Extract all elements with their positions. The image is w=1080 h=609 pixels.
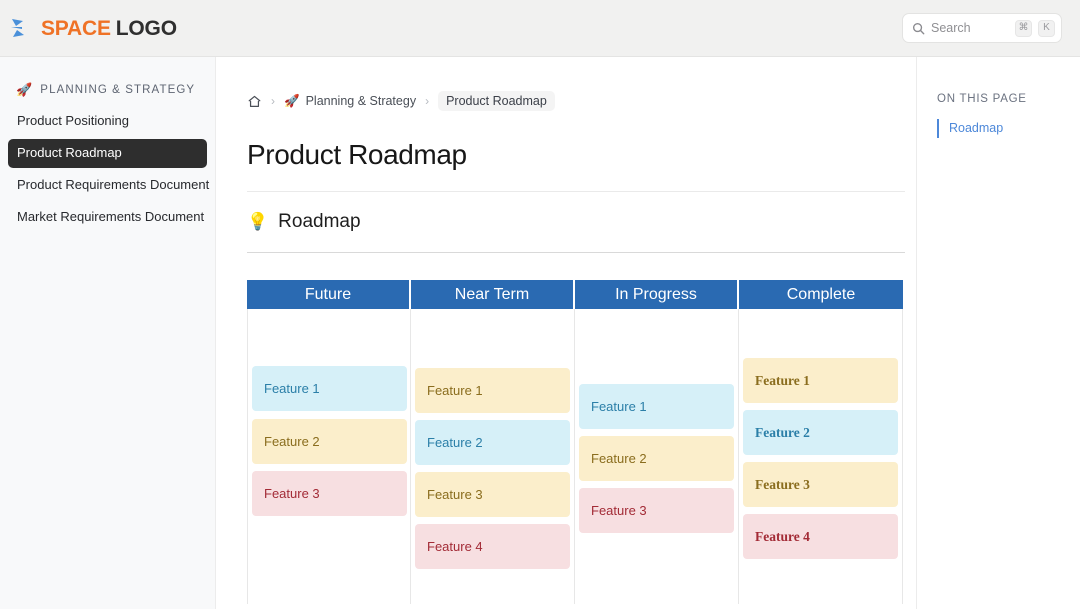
column-header-future: Future [247,280,411,310]
sidebar-group-label: PLANNING & STRATEGY [40,83,196,96]
roadmap-card[interactable]: Feature 1 [415,368,570,414]
roadmap-card[interactable]: Feature 4 [743,514,898,560]
breadcrumb-item-label: Planning & Strategy [305,94,417,108]
search-input[interactable]: Search [931,20,971,35]
roadmap-card[interactable]: Feature 3 [579,488,734,534]
logo-primary-text: SPACE [41,16,111,40]
section-heading: 💡 Roadmap [247,211,916,234]
rocket-icon: 🚀 [284,93,300,108]
shortcut-letter-key: K [1038,19,1055,37]
column-body-complete: Feature 1 Feature 2 Feature 3 Feature 4 [738,309,903,605]
roadmap-card[interactable]: Feature 4 [415,524,570,570]
column-body-in-progress: Feature 1 Feature 2 Feature 3 [574,309,739,605]
section-divider [247,252,905,254]
breadcrumb-item-planning-strategy[interactable]: 🚀 Planning & Strategy [284,94,416,109]
title-divider [247,190,905,192]
column-body-near-term: Feature 1 Feature 2 Feature 3 Feature 4 [410,309,575,605]
lightbulb-icon: 💡 [247,212,269,232]
roadmap-card[interactable]: Feature 1 [579,384,734,430]
breadcrumb-separator-2: › [425,94,430,108]
sidebar-item-market-requirements-document[interactable]: Market Requirements Document [17,208,205,224]
shortcut-modifier-key: ⌘ [1015,19,1032,37]
on-this-page-panel: ON THIS PAGE Roadmap [916,57,1080,609]
column-header-near-term: Near Term [411,280,575,310]
roadmap-column-in-progress: In Progress Feature 1 Feature 2 Feature … [574,280,739,605]
breadcrumb-separator-1: › [271,94,275,108]
roadmap-column-near-term: Near Term Feature 1 Feature 2 Feature 3 … [410,280,575,605]
section-heading-label: Roadmap [278,210,361,232]
sidebar-item-product-positioning[interactable]: Product Positioning [17,113,130,128]
sidebar-item-product-roadmap[interactable]: Product Roadmap [8,138,207,168]
on-this-page-title: ON THIS PAGE [937,93,1027,105]
search-icon [912,22,925,35]
roadmap-card[interactable]: Feature 2 [252,419,407,465]
sidebar: 🚀 PLANNING & STRATEGY Product Positionin… [0,57,216,609]
roadmap-card[interactable]: Feature 2 [415,420,570,466]
sidebar-group-title: 🚀 PLANNING & STRATEGY [8,83,207,96]
roadmap-card[interactable]: Feature 1 [252,366,407,412]
breadcrumb-item-product-roadmap[interactable]: Product Roadmap [438,91,555,111]
logo-secondary-text: LOGO [115,16,177,40]
roadmap-card[interactable]: Feature 2 [579,436,734,482]
search-box[interactable]: Search ⌘ K [902,13,1062,43]
roadmap-card[interactable]: Feature 2 [743,410,898,456]
roadmap-card[interactable]: Feature 1 [743,358,898,404]
column-header-in-progress: In Progress [575,280,739,310]
rocket-icon: 🚀 [16,82,34,97]
roadmap-board: Future Feature 1 Feature 2 Feature 3 Nea… [247,280,905,605]
column-header-complete: Complete [739,280,903,310]
roadmap-column-complete: Complete Feature 1 Feature 2 Feature 3 F… [738,280,903,605]
breadcrumb: › 🚀 Planning & Strategy › Product Roadma… [247,90,916,112]
roadmap-card[interactable]: Feature 3 [415,472,570,518]
home-icon[interactable] [247,94,262,109]
sidebar-item-product-requirements-document[interactable]: Product Requirements Document [17,176,210,192]
page-title: Product Roadmap [247,139,467,170]
roadmap-card[interactable]: Feature 3 [252,471,407,517]
column-body-future: Feature 1 Feature 2 Feature 3 [247,309,411,605]
roadmap-card[interactable]: Feature 3 [743,462,898,508]
speed-burst-icon [10,15,36,41]
on-this-page-link-roadmap[interactable]: Roadmap [937,119,1080,138]
main-content: › 🚀 Planning & Strategy › Product Roadma… [216,57,916,609]
roadmap-column-future: Future Feature 1 Feature 2 Feature 3 [247,280,411,605]
